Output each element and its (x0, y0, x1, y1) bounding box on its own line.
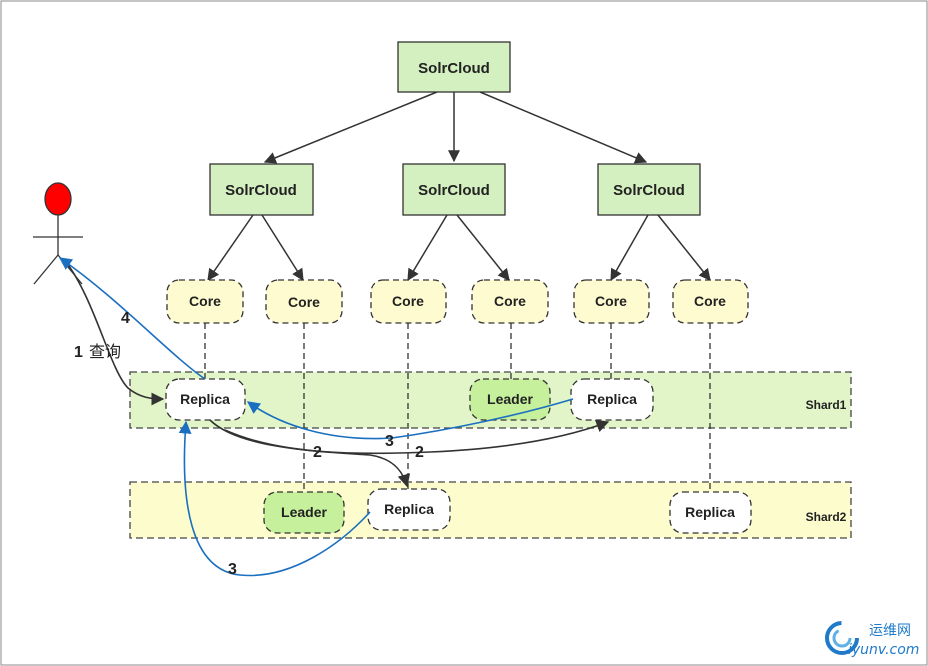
edge-cloud3-core6 (657, 214, 711, 281)
svg-text:Core: Core (288, 294, 320, 310)
shard1-replica-left: Replica (165, 378, 246, 421)
arrow-step4-response (58, 257, 206, 380)
core-node-2: Core (265, 279, 343, 324)
step3-label-b: 3 (228, 561, 237, 578)
svg-text:Core: Core (392, 293, 424, 309)
core-node-5: Core (573, 279, 650, 324)
core-links (204, 323, 711, 492)
svg-text:Replica: Replica (685, 504, 735, 520)
arrow-step3-shard1 (246, 398, 574, 440)
shard1-replica-right: Replica (570, 378, 654, 421)
svg-text:Core: Core (595, 293, 627, 309)
actor-head (44, 182, 72, 216)
edge-cloud2-core4 (456, 214, 510, 281)
step4-label: 4 (121, 310, 130, 327)
step3-label-a: 3 (385, 433, 394, 450)
svg-text:SolrCloud: SolrCloud (418, 60, 490, 77)
arrow-step1-query (65, 261, 165, 406)
shard2-leader: Leader (263, 491, 345, 534)
svg-text:Replica: Replica (180, 391, 230, 407)
arrow-step3-shard2 (178, 420, 371, 577)
step2-label-a: 2 (313, 444, 322, 461)
core-node-6: Core (672, 279, 749, 324)
watermark-text-cn: 运维网 (869, 623, 911, 639)
shard2-replica-right: Replica (669, 491, 752, 534)
svg-text:SolrCloud: SolrCloud (613, 182, 685, 199)
solrcloud-node-1: SolrCloud (209, 163, 314, 216)
svg-text:Replica: Replica (587, 391, 637, 407)
step2-label-b: 2 (415, 444, 424, 461)
edge-cloud1-core1 (207, 214, 254, 281)
shard2-replica-mid: Replica (367, 488, 451, 531)
core-node-1: Core (166, 279, 244, 324)
svg-text:SolrCloud: SolrCloud (418, 182, 490, 199)
svg-text:1: 1 (74, 344, 83, 361)
edge-cloud2-core3 (407, 214, 448, 282)
solrcloud-node-3: SolrCloud (597, 163, 701, 216)
svg-text:SolrCloud: SolrCloud (225, 182, 297, 199)
edge-root-cloud1 (263, 91, 438, 164)
solrcloud-root-node: SolrCloud (397, 41, 511, 93)
edge-cloud3-core5 (610, 214, 649, 282)
arrow-step2-shard1 (224, 420, 610, 455)
core-node-3: Core (370, 279, 447, 324)
svg-text:Leader: Leader (487, 391, 533, 407)
solrcloud-node-2: SolrCloud (402, 163, 506, 216)
svg-text:Replica: Replica (384, 501, 434, 517)
watermark-logo (825, 621, 859, 655)
svg-text:Core: Core (189, 293, 221, 309)
edge-cloud1-core2 (261, 214, 304, 282)
shard1-leader: Leader (469, 378, 551, 421)
svg-text:Core: Core (694, 293, 726, 309)
svg-text:查询: 查询 (89, 343, 121, 361)
watermark-text-url: iyunv.com (848, 642, 919, 658)
core-node-4: Core (471, 279, 549, 324)
step1-label: 1 查询 (74, 343, 121, 361)
shard1-label: Shard1 (806, 398, 847, 412)
shard2-label: Shard2 (806, 510, 847, 524)
edge-root-cloud3 (479, 91, 648, 164)
svg-text:Core: Core (494, 293, 526, 309)
tree-edges (207, 91, 711, 282)
svg-text:Leader: Leader (281, 504, 327, 520)
watermark: 运维网 iyunv.com (825, 621, 919, 658)
